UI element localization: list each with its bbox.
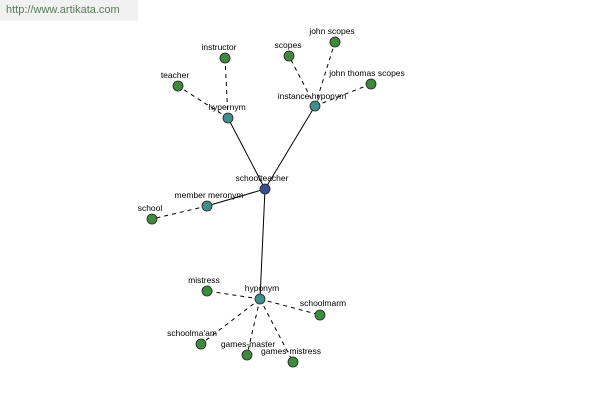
edge-games-mistress bbox=[259, 298, 294, 363]
node-school[interactable] bbox=[146, 213, 158, 225]
label-games-master: games-master bbox=[221, 339, 275, 349]
edge-school bbox=[151, 205, 208, 220]
edge-scopes bbox=[288, 55, 316, 107]
edge-instance-hyponym bbox=[264, 105, 316, 190]
node-teacher[interactable] bbox=[172, 80, 184, 92]
node-instance-hyponym[interactable] bbox=[309, 100, 321, 112]
nodes-layer bbox=[146, 36, 377, 368]
label-teacher: teacher bbox=[161, 70, 190, 80]
edge-hypernym bbox=[227, 117, 266, 190]
label-mistress: mistress bbox=[188, 275, 220, 285]
node-hyponym[interactable] bbox=[254, 293, 266, 305]
node-games-master[interactable] bbox=[241, 349, 253, 361]
label-instructor: instructor bbox=[202, 42, 237, 52]
edge-schoolmarm bbox=[259, 298, 321, 316]
label-john-thomas-scopes: john thomas scopes bbox=[328, 68, 405, 78]
node-john-scopes[interactable] bbox=[329, 36, 341, 48]
node-scopes[interactable] bbox=[283, 50, 295, 62]
edge-john-thomas-scopes bbox=[314, 83, 372, 107]
edge-teacher bbox=[177, 85, 229, 119]
label-school: school bbox=[138, 203, 163, 213]
label-hypernym: hypernym bbox=[208, 102, 245, 112]
node-hypernym[interactable] bbox=[222, 112, 234, 124]
node-schoolmarm[interactable] bbox=[314, 309, 326, 321]
edge-member-meronym bbox=[206, 188, 266, 207]
watermark-url: http://www.artikata.com bbox=[0, 0, 138, 21]
label-scopes: scopes bbox=[275, 40, 302, 50]
label-john-scopes: john scopes bbox=[308, 26, 354, 36]
edge-games-master bbox=[246, 298, 261, 356]
label-schoolmarm: schoolmarm bbox=[300, 298, 346, 308]
edges-layer bbox=[151, 41, 372, 363]
edge-hyponym bbox=[259, 188, 266, 300]
node-schoolmaam[interactable] bbox=[195, 338, 207, 350]
label-instance-hyponym: instance hyponym bbox=[278, 91, 347, 101]
node-john-thomas-scopes[interactable] bbox=[365, 78, 377, 90]
node-schoolteacher[interactable] bbox=[259, 183, 271, 195]
node-instructor[interactable] bbox=[219, 52, 231, 64]
label-hyponym: hyponym bbox=[245, 283, 280, 293]
node-member-meronym[interactable] bbox=[201, 200, 213, 212]
edge-john-scopes bbox=[314, 41, 336, 107]
label-schoolteacher: schoolteacher bbox=[236, 173, 289, 183]
label-member-meronym: member meronym bbox=[175, 190, 244, 200]
node-games-mistress[interactable] bbox=[287, 356, 299, 368]
node-mistress[interactable] bbox=[201, 285, 213, 297]
label-games-mistress: games-mistress bbox=[261, 346, 321, 356]
edge-mistress bbox=[206, 290, 261, 300]
edge-instructor bbox=[224, 57, 229, 119]
label-schoolmaam: schoolma'am bbox=[167, 328, 217, 338]
